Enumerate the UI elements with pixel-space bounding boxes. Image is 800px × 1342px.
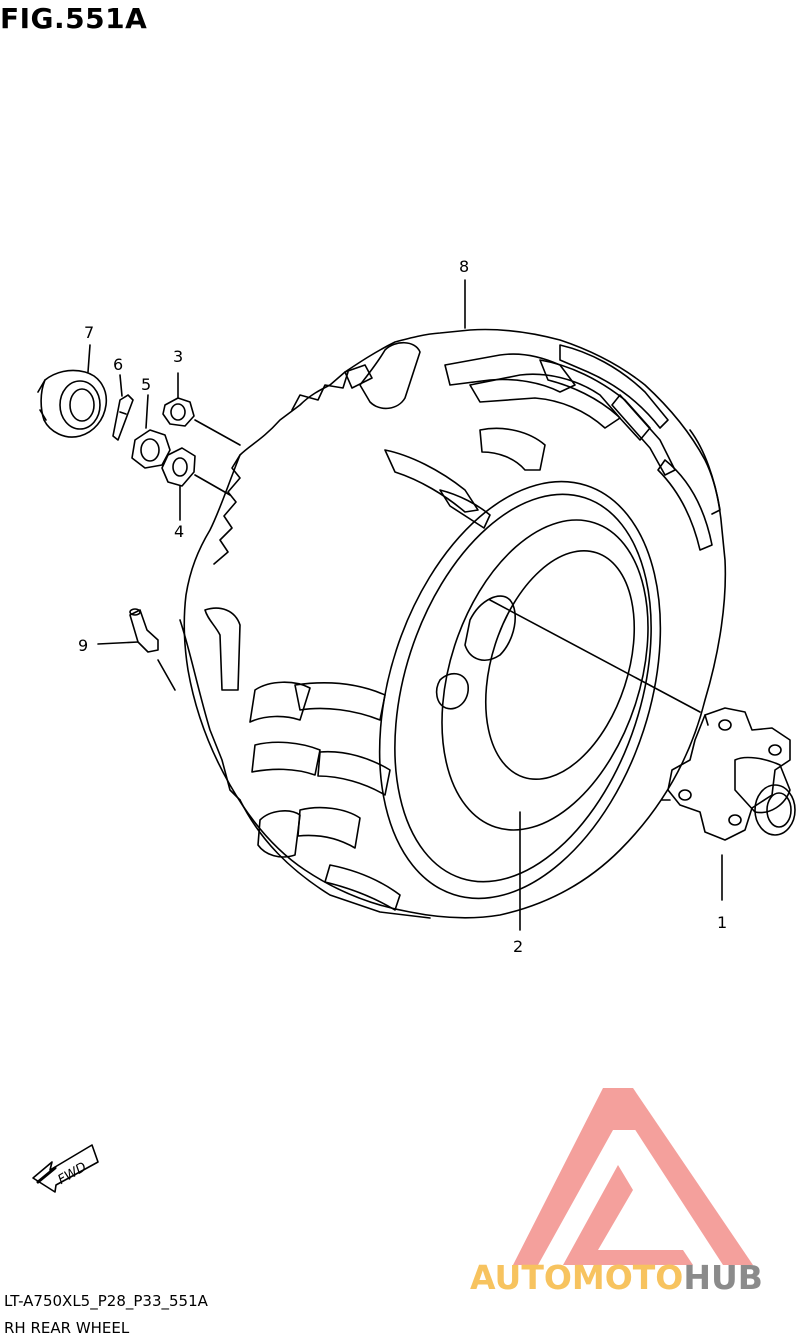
part-3-nut <box>162 397 195 427</box>
figure-code: LT-A750XL5_P28_P33_551A <box>4 1292 208 1310</box>
callout-3: 3 <box>173 347 183 366</box>
part-7-cover <box>40 369 108 438</box>
callout-6: 6 <box>113 355 123 374</box>
figure-name: RH REAR WHEEL <box>4 1319 130 1337</box>
callout-8: 8 <box>459 257 469 276</box>
fwd-arrow <box>32 1144 99 1193</box>
hub <box>667 707 791 841</box>
part-4-washer <box>161 447 196 487</box>
watermark-text-a: AUTOMOTO <box>470 1258 684 1297</box>
figure-title: FIG.551A <box>0 2 148 35</box>
callout-7: 7 <box>84 323 94 342</box>
callout-5: 5 <box>141 375 151 394</box>
watermark-text-b: HUB <box>683 1258 763 1297</box>
callout-2: 2 <box>513 937 523 956</box>
part-9-valve <box>129 609 159 653</box>
watermark-logo <box>513 1088 753 1265</box>
watermark-text: AUTOMOTOHUB <box>470 1258 763 1297</box>
part-6-cotter-pin <box>112 394 134 441</box>
tire-outline <box>183 328 727 919</box>
callout-4: 4 <box>174 522 184 541</box>
callout-1: 1 <box>717 913 727 932</box>
callout-9: 9 <box>78 636 88 655</box>
rim-outer <box>378 480 662 900</box>
